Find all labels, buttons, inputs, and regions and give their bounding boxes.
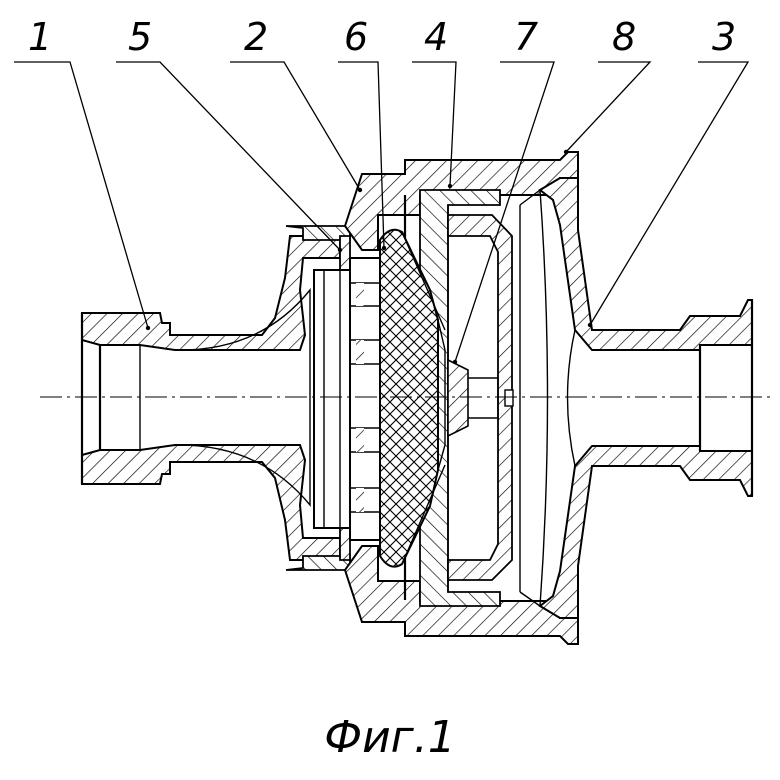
callout-label-5: 5	[128, 15, 152, 59]
left-fitting-part	[82, 236, 340, 560]
callout-label-6: 6	[344, 15, 368, 59]
figure-caption: Фиг.1	[324, 712, 456, 763]
callout-label-4: 4	[424, 15, 448, 59]
callout-label-7: 7	[514, 15, 538, 59]
callout-label-8: 8	[612, 15, 636, 59]
callout-label-2: 2	[244, 15, 268, 59]
right-fitting-part	[520, 178, 752, 618]
callout-label-3: 3	[712, 15, 736, 59]
inlet-grill	[314, 258, 380, 540]
callout-label-1: 1	[28, 15, 52, 59]
